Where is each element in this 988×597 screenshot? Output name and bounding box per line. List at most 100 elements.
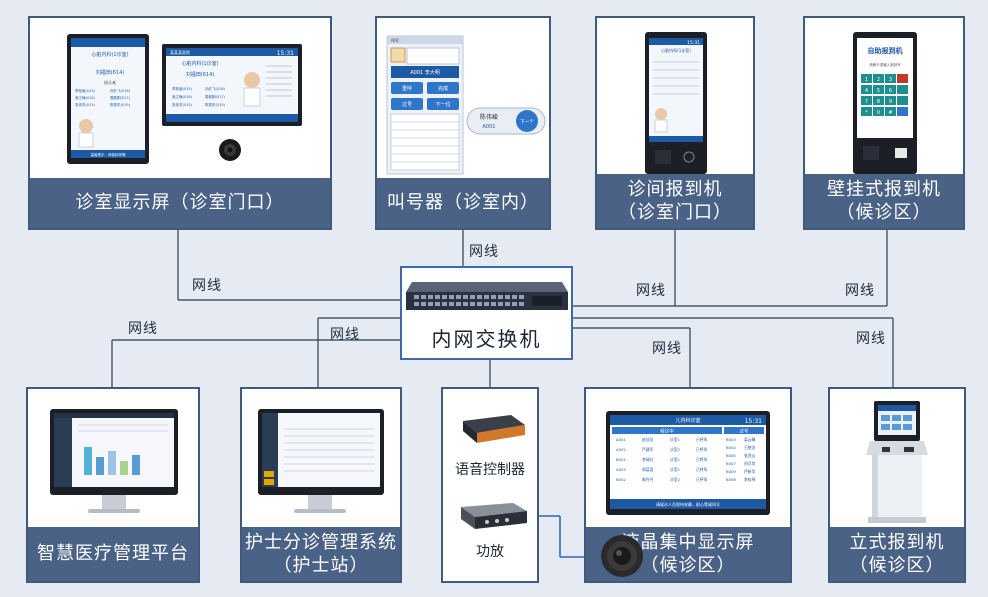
card-title-wall-checkin-1: 壁挂式报到机 [827,178,941,200]
clinic-display-footer: 温馨提示：请保持安静 [91,152,126,157]
caller-badge-next: 下一个 [520,119,534,125]
speaker-icon [601,535,643,577]
card-label-standing-checkin: 立式报到机 （候诊区） [830,527,964,581]
caller-button-recall: 重呼 [402,85,412,92]
caller-button-done: 完成 [438,85,448,92]
svg-text:B002: B002 [616,477,626,482]
key-star: * [865,110,868,116]
wire-label-nurse: 网线 [330,327,360,343]
wire-label-lcd: 网线 [652,341,682,357]
lcd-time: 15:31 [745,418,762,425]
svg-text:B004: B004 [726,445,736,450]
checkin-doctor-avatar-icon [655,108,667,120]
svg-text:B009: B009 [726,469,736,474]
wire-label-clinic-checkin: 网线 [636,283,666,299]
standing-checkin-image [830,389,964,531]
wire-label-wall-checkin: 网线 [845,283,875,299]
svg-text:诊室1: 诊室1 [670,457,681,462]
voice-controller-label: 语音控制器 [455,462,525,478]
card-clinic-display: 心脏内科(1诊室) 刘福田(614) 候诊者 李拓南(015) 孙红飞(016)… [28,16,332,230]
card-label-nurse-system: 护士分诊管理系统 （护士站） [242,527,400,581]
tv-patient-3: 吴江梅(016) [172,94,193,99]
card-title-nurse-1: 护士分诊管理系统 [245,531,397,553]
svg-text:A003: A003 [616,467,626,472]
clinic-display-dept: 心脏内科(1诊室) [91,51,128,58]
caller-badge-code: A001 [483,124,496,130]
card-title-caller: 叫号器（诊室内） [387,192,539,214]
caller-button-next: 下一位 [435,101,450,108]
svg-text:赵佳佳: 赵佳佳 [642,437,654,442]
nfc-icon [683,151,695,163]
key-2: 2 [877,77,880,83]
svg-text:李瑞红: 李瑞红 [642,457,654,462]
svg-text:已呼叫: 已呼叫 [696,467,708,472]
svg-text:已呼叫: 已呼叫 [696,437,708,442]
lcd-col-left: 候诊中 [660,428,674,435]
clinic-display-waiting: 候诊者 [104,79,116,85]
svg-text:B007: B007 [726,461,736,466]
card-platform: 智慧医疗管理平台 [26,387,200,583]
card-title-wall-checkin-2: （候诊区） [836,202,932,223]
card-standing-checkin: 立式报到机 （候诊区） [828,387,966,583]
clinic-display-patient-1: 李拓南(015) [75,88,96,93]
wire-label-standing: 网线 [856,331,886,347]
tv-patient-6: 陈振东(019) [205,102,226,107]
svg-text:严新华: 严新华 [744,469,756,474]
svg-text:A002: A002 [616,447,626,452]
svg-text:诊室1: 诊室1 [670,467,681,472]
amplifier-label: 功放 [476,544,504,560]
card-label-caller: 叫号器（诊室内） [377,178,549,228]
key-1: 1 [865,77,868,83]
card-label-clinic-checkin: 诊间报到机 （诊室门口） [597,174,753,228]
clinic-display-doctor: 刘福田(614) [96,69,124,76]
wall-checkin-image: 自助报到机 请刷卡或输入报到号 1 2 3 4 5 6 7 8 9 * 0 # [805,18,963,178]
card-title-clinic-checkin-1: 诊间报到机 [627,178,723,200]
card-caller: 叫号 A001 李大明 重呼 完成 过号 下一位 陈伟峻 A001 下一个 [375,16,551,230]
checkin-dept: 心脏内科(1诊室) [661,47,691,53]
clinic-checkin-image: 15:31 心脏内科(1诊室) [597,18,753,178]
tv-dept: 心脏内科(1诊室) [181,60,218,67]
tv-patient-1: 李拓南(015) [172,86,193,91]
wire-label-platform: 网线 [128,321,158,337]
key-0: 0 [877,110,880,116]
card-reader-icon [655,150,671,164]
clinic-display-patient-3: 吴江梅(016) [75,95,96,100]
svg-text:王晓龙: 王晓龙 [744,445,756,450]
card-label-clinic-display: 诊室显示屏（诊室门口） [30,178,330,228]
tv-patient-5: 张伟杰(015) [172,102,193,107]
card-label-platform: 智慧医疗管理平台 [28,527,198,581]
clinic-display-patient-6: 陈振东(019) [110,102,131,107]
svg-text:周葛君: 周葛君 [642,467,654,472]
caller-ticket: A001 李大明 [410,69,440,76]
svg-text:B006: B006 [726,477,736,482]
clinic-display-patient-2: 孙红飞(016) [110,88,131,93]
caller-button-skip: 过号 [402,101,412,108]
tv-doctor-avatar-icon [244,72,260,88]
svg-text:诊室2: 诊室2 [670,477,681,482]
wall-checkin-title: 自助报到机 [868,46,903,55]
svg-text:梁云峰: 梁云峰 [744,437,756,442]
svg-text:B001: B001 [616,457,626,462]
key-5: 5 [877,88,880,94]
checkin-time: 15:31 [687,40,700,46]
card-title-clinic-checkin-2: （诊室门口） [618,202,732,223]
caller-badge-name: 陈伟峻 [480,113,498,121]
svg-text:李桂琴: 李桂琴 [744,477,756,482]
voice-controller-icon [463,415,525,443]
amplifier-icon [461,503,527,529]
key-hash: # [888,110,892,116]
key-9: 9 [889,99,892,105]
svg-text:B005: B005 [726,453,736,458]
clinic-display-patient-4: 周毅刚(017) [110,95,131,100]
svg-text:诊室1: 诊室1 [670,437,681,442]
card-title-lcd-2: （候诊区） [640,555,736,576]
caller-top-left: 叫号 [391,37,399,43]
card-wall-checkin: 自助报到机 请刷卡或输入报到号 1 2 3 4 5 6 7 8 9 * 0 # [803,16,965,230]
clinic-display-image: 心脏内科(1诊室) 刘福田(614) 候诊者 李拓南(015) 孙红飞(016)… [30,18,330,178]
wire-label-clinic-display: 网线 [192,278,222,294]
lcd-footer: 请候诊人员保持安静，耐心等候叫号 [656,501,720,507]
card-title-standing-2: （候诊区） [849,555,945,576]
card-title-lcd-1: 液晶集中显示屏 [621,531,755,553]
svg-text:刘可欣: 刘可欣 [744,461,756,466]
